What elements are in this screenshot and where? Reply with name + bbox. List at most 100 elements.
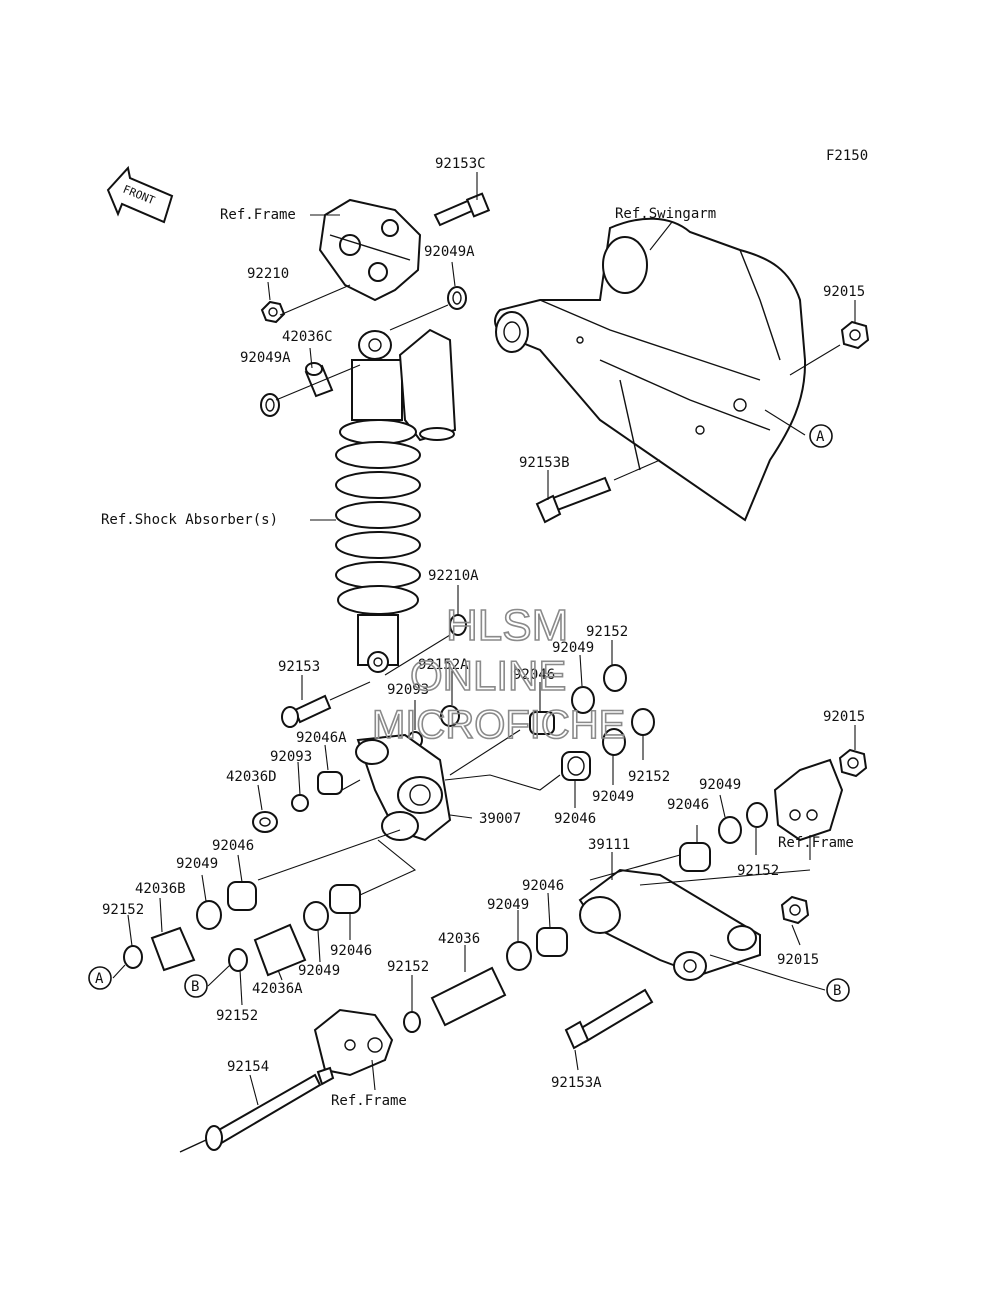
- label-42036c: 42036C: [282, 329, 333, 345]
- label-42036a: 42036A: [252, 981, 303, 997]
- label-ref-frame-top: Ref.Frame: [220, 207, 296, 223]
- bearing-92046-upper: [529, 711, 555, 735]
- watermark-line1: HLSM: [446, 601, 568, 650]
- label-92049a-1: 92049A: [424, 244, 475, 260]
- label-42036d: 42036D: [226, 769, 277, 785]
- collar-42036a: [253, 923, 307, 977]
- bearing-92046a: [317, 771, 343, 795]
- watermark-line2: ONLINE: [410, 652, 566, 699]
- label-ref-frame-bottom: Ref.Frame: [331, 1093, 407, 1109]
- washer-92152-bottom: [403, 1011, 421, 1033]
- label-92049-1: 92049: [552, 640, 594, 656]
- shock-absorber: [335, 328, 457, 673]
- collar-42036d: [252, 811, 278, 833]
- svg-text:A: A: [816, 429, 825, 445]
- figure-code: F2150: [826, 148, 868, 164]
- rocker-arm-39111: [578, 868, 761, 981]
- label-92049-2: 92049: [592, 789, 634, 805]
- label-92153b: 92153B: [519, 455, 570, 471]
- label-92049-6: 92049: [298, 963, 340, 979]
- right-frame-bracket: [773, 758, 844, 842]
- label-92046-5: 92046: [522, 878, 564, 894]
- collar-42036b: [150, 926, 196, 972]
- label-ref-frame-right: Ref.Frame: [778, 835, 854, 851]
- washer-92152-farleft: [123, 945, 143, 969]
- label-92152-4: 92152: [102, 902, 144, 918]
- washer-92152-left2: [228, 948, 248, 972]
- bearing-92046-left: [227, 881, 257, 911]
- label-92015-3: 92015: [777, 952, 819, 968]
- nut-92015-lower: [780, 895, 810, 925]
- part-labels: 92153C Ref.Frame 92210 92049A 42036C 920…: [101, 156, 865, 1109]
- bearing-92046-lower: [536, 927, 568, 957]
- label-42036b: 42036B: [135, 881, 186, 897]
- pivot-shaft-92154: [179, 1066, 335, 1153]
- seal-92152a: [440, 705, 460, 727]
- label-39111: 39111: [588, 837, 630, 853]
- svg-text:B: B: [833, 983, 841, 999]
- seal-92049-upper: [571, 686, 595, 714]
- seal-92049-center: [303, 901, 329, 931]
- label-92049-5: 92049: [487, 897, 529, 913]
- label-92093-1: 92093: [387, 682, 429, 698]
- label-92046-2: 92046: [554, 811, 596, 827]
- collar-42036c: [304, 362, 334, 398]
- svg-text:B: B: [191, 979, 199, 995]
- watermark: HLSM ONLINE MICROFICHE: [371, 600, 626, 748]
- nut-92015-top: [840, 320, 870, 350]
- label-92093-2: 92093: [270, 749, 312, 765]
- label-92049-4: 92049: [176, 856, 218, 872]
- label-92015-2: 92015: [823, 709, 865, 725]
- front-arrow-icon: FRONT: [106, 165, 174, 224]
- label-92153: 92153: [278, 659, 320, 675]
- seal-92049-left: [196, 900, 222, 930]
- label-92153a: 92153A: [551, 1075, 602, 1091]
- collar-42036: [430, 966, 507, 1027]
- seal-92049-lower: [506, 941, 532, 971]
- seal-92049-mid: [602, 728, 626, 756]
- bearing-92046-mid: [561, 751, 591, 781]
- label-92049a-2: 92049A: [240, 350, 291, 366]
- label-92046a: 92046A: [296, 730, 347, 746]
- leader-lines: [112, 172, 856, 1106]
- callout-b-left: B: [184, 974, 208, 998]
- bolt-92153a: [564, 988, 654, 1050]
- label-39007: 39007: [479, 811, 521, 827]
- watermark-line3: MICROFICHE: [372, 703, 625, 747]
- label-92154: 92154: [227, 1059, 269, 1075]
- washer-92152-upper: [603, 664, 627, 692]
- top-frame-bracket: [318, 198, 422, 302]
- label-92210: 92210: [247, 266, 289, 282]
- label-92049-3: 92049: [699, 777, 741, 793]
- bottom-frame-bracket: [313, 1008, 394, 1077]
- svg-text:A: A: [95, 971, 104, 987]
- seal-92049-right: [718, 816, 742, 844]
- label-92046-4: 92046: [212, 838, 254, 854]
- bearing-92046-center: [329, 884, 361, 914]
- label-92152-2: 92152: [628, 769, 670, 785]
- label-92210a: 92210A: [428, 568, 479, 584]
- bolt-92153: [281, 694, 332, 728]
- label-92152a: 92152A: [418, 657, 469, 673]
- callout-a-left: A: [88, 966, 112, 990]
- seal-92049a-left: [260, 393, 280, 417]
- label-ref-swingarm: Ref.Swingarm: [615, 206, 716, 222]
- label-92046-3: 92046: [667, 797, 709, 813]
- tie-rod-39007: [355, 733, 452, 842]
- swingarm: [494, 217, 807, 522]
- washer-92152-right: [746, 802, 768, 828]
- callout-a-right: A: [809, 424, 833, 448]
- seal-92049a-top: [447, 286, 467, 310]
- label-92152-5: 92152: [387, 959, 429, 975]
- label-42036: 42036: [438, 931, 480, 947]
- callout-b-right: B: [826, 978, 850, 1002]
- nut-92210: [260, 300, 286, 324]
- spacer-92093-lower: [291, 794, 309, 812]
- label-ref-shock: Ref.Shock Absorber(s): [101, 512, 278, 528]
- bolt-92153c: [433, 192, 491, 227]
- label-92046-1: 92046: [513, 667, 555, 683]
- washer-92152-mid: [631, 708, 655, 736]
- label-92046-6: 92046: [330, 943, 372, 959]
- label-92152-6: 92152: [216, 1008, 258, 1024]
